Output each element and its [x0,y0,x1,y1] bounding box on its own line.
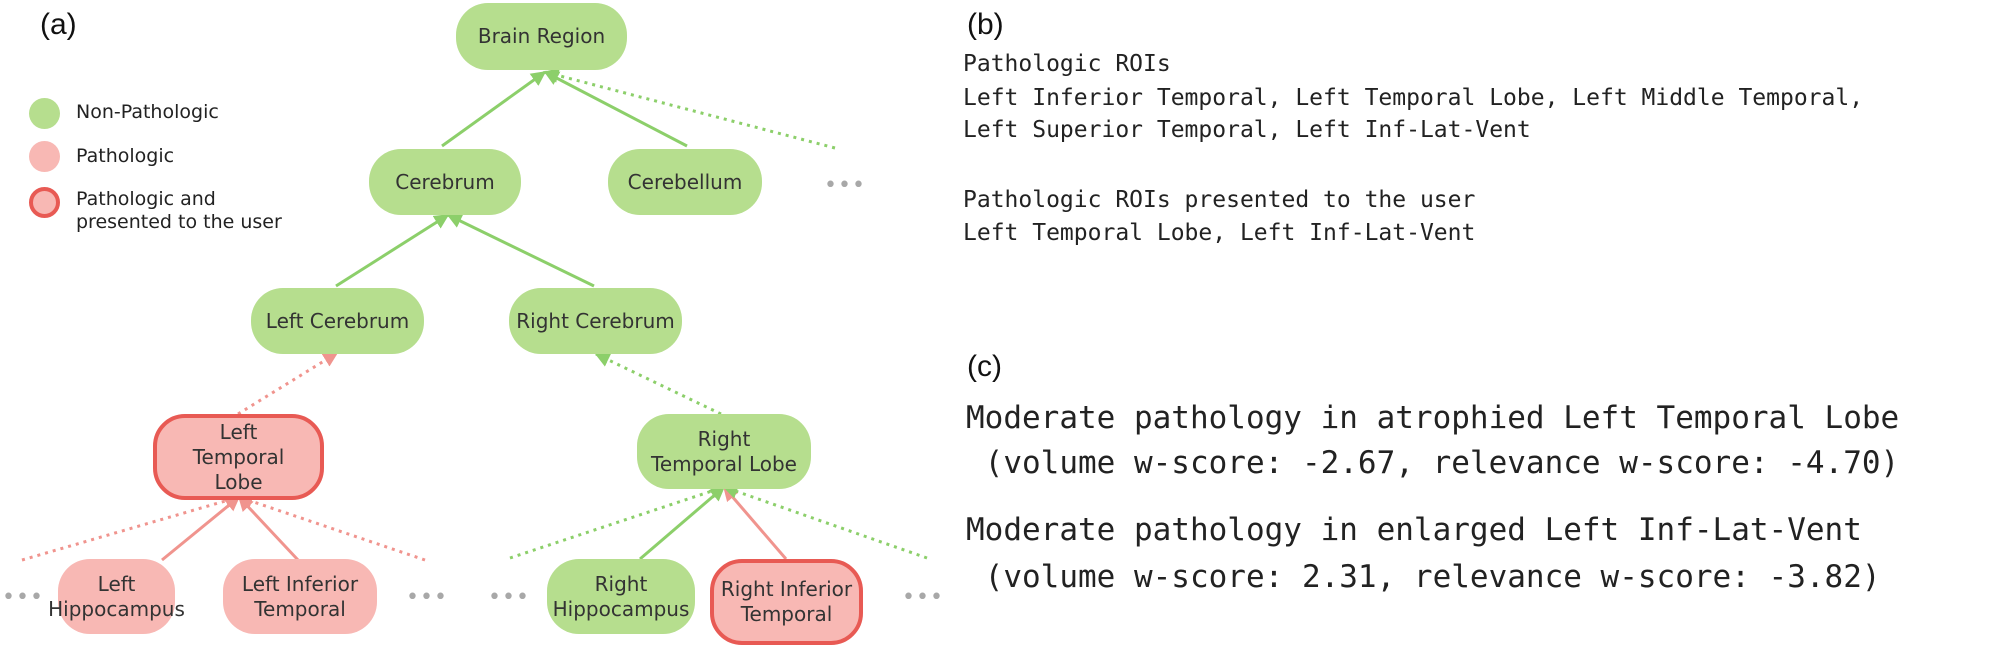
edge-left-hippocampus-to-left-temporal-lobe [161,495,241,562]
node-right-temporal-lobe: Right Temporal Lobe [637,414,811,489]
presented-rois-title: Pathologic ROIs presented to the user [963,187,1476,213]
legend-label-pathologic: Pathologic [76,145,175,167]
ellipsis-right-b: ••• [902,585,944,610]
legend-swatch-non-pathologic [29,98,60,129]
ellipsis-cerebrum-siblings: ••• [824,173,866,198]
node-cerebellum: Cerebellum [608,149,762,215]
edge-right-inferior-temporal-to-right-temporal-lobe [722,485,788,560]
edge-dotted-to-brain-region [543,68,836,150]
pathologic-rois-title: Pathologic ROIs [963,51,1171,77]
node-right-inferior-temporal: Right Inferior Temporal [710,559,863,645]
panel-b-label: (b) [967,8,1004,41]
edge-left-temporal-lobe-to-left-cerebrum [237,351,339,416]
legend-label-non-pathologic: Non-Pathologic [76,101,219,123]
edge-right-cerebrum-to-cerebrum [446,213,595,288]
finding-2-line-1: Moderate pathology in enlarged Left Inf-… [966,512,1862,548]
finding-2-line-2: (volume w-score: 2.31, relevance w-score… [966,559,1881,595]
finding-1-line-1: Moderate pathology in atrophied Left Tem… [966,400,1900,436]
edge-right-temporal-lobe-to-right-cerebrum [594,352,722,416]
pathologic-rois-line-2: Left Superior Temporal, Left Inf-Lat-Ven… [963,117,1531,143]
node-cerebrum: Cerebrum [369,149,521,215]
edge-left-inferior-temporal-to-left-temporal-lobe [237,495,300,562]
node-right-cerebrum: Right Cerebrum [509,288,682,354]
presented-rois-line: Left Temporal Lobe, Left Inf-Lat-Vent [963,220,1476,246]
edge-right-hippocampus-to-right-temporal-lobe [639,485,726,561]
ellipsis-left-b: ••• [406,585,448,610]
node-left-cerebrum: Left Cerebrum [251,288,424,354]
node-right-hippocampus: Right Hippocampus [547,559,695,634]
edge-dotted-left-b [237,494,426,562]
tree-edges [21,68,928,562]
finding-1-line-2: (volume w-score: -2.67, relevance w-scor… [966,445,1900,481]
edge-left-cerebrum-to-cerebrum [335,213,450,288]
panel-c-label: (c) [967,350,1002,383]
edge-cerebellum-to-brain-region [543,70,688,148]
node-left-temporal-lobe: Left Temporal Lobe [153,414,324,500]
node-left-inferior-temporal: Left Inferior Temporal [223,559,377,634]
legend-swatch-pathologic [29,141,60,172]
legend-swatch-pathologic-presented [29,187,60,218]
pathologic-rois-line-1: Left Inferior Temporal, Left Temporal Lo… [963,85,1864,111]
legend-label-pathologic-presented: Pathologic and presented to the user [76,188,282,233]
edge-cerebrum-to-brain-region [441,70,547,148]
node-left-hippocampus: Left Hippocampus [48,559,185,634]
edge-dotted-left-a [21,493,241,562]
edge-dotted-right-a [509,484,726,560]
ellipsis-left-a: ••• [2,585,44,610]
node-brain-region: Brain Region [456,3,627,70]
ellipsis-right-a: ••• [488,585,530,610]
panel-a-label: (a) [40,8,77,41]
